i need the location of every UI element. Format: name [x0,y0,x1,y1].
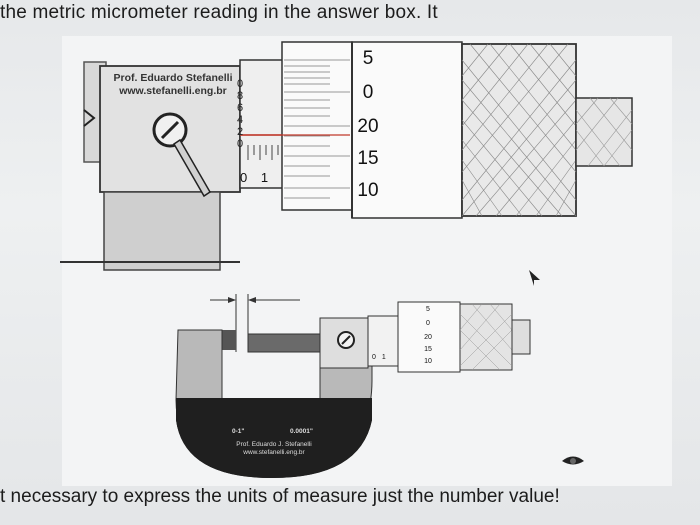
small-sleeve-scale: 0 1 [372,354,388,361]
question-text-top: the metric micrometer reading in the ans… [0,2,438,23]
thimble-number: 10 [357,180,379,201]
small-thimble-number: 5 [426,306,430,313]
resolution-label: 0.0001" [290,428,313,435]
ratchet [575,97,633,167]
frame-body [103,191,221,271]
knurl-pattern [461,43,577,217]
lock-lever [172,138,212,198]
sleeve-upper-scale: 0 8 6 4 2 0 [236,78,244,150]
break-mark [83,109,96,127]
range-label: 0-1" [232,428,245,435]
credit-large: Prof. Eduardo Stefanelli www.stefanelli.… [108,72,238,98]
small-thimble-number: 15 [424,346,432,353]
sleeve [239,59,287,189]
question-text-bottom: t necessary to express the units of meas… [0,486,560,507]
eye-icon [562,456,584,465]
sleeve-lower-scale: 0 1 [240,170,274,185]
credit-small-line2: www.stefanelli.eng.br [243,449,305,456]
credit-large-line1: Prof. Eduardo Stefanelli [113,72,233,84]
credit-small: Prof. Eduardo J. Stefanelli www.stefanel… [214,441,334,457]
sleeve-ticks [247,145,279,160]
thimble-graduations [284,59,350,199]
small-thimble-number: 20 [424,334,432,341]
thimble-number: 0 [362,82,374,103]
thimble-number: 15 [357,148,379,169]
lock-nut-slot [160,120,180,140]
small-micrometer [175,294,531,478]
thimble-number: 20 [357,116,379,137]
small-thimble-number: 10 [424,358,432,365]
small-thimble-number: 0 [426,320,430,327]
mouse-cursor-icon [529,270,540,286]
credit-large-line2: www.stefanelli.eng.br [119,85,227,97]
credit-small-line1: Prof. Eduardo J. Stefanelli [236,441,312,448]
thimble-number: 5 [362,48,374,69]
